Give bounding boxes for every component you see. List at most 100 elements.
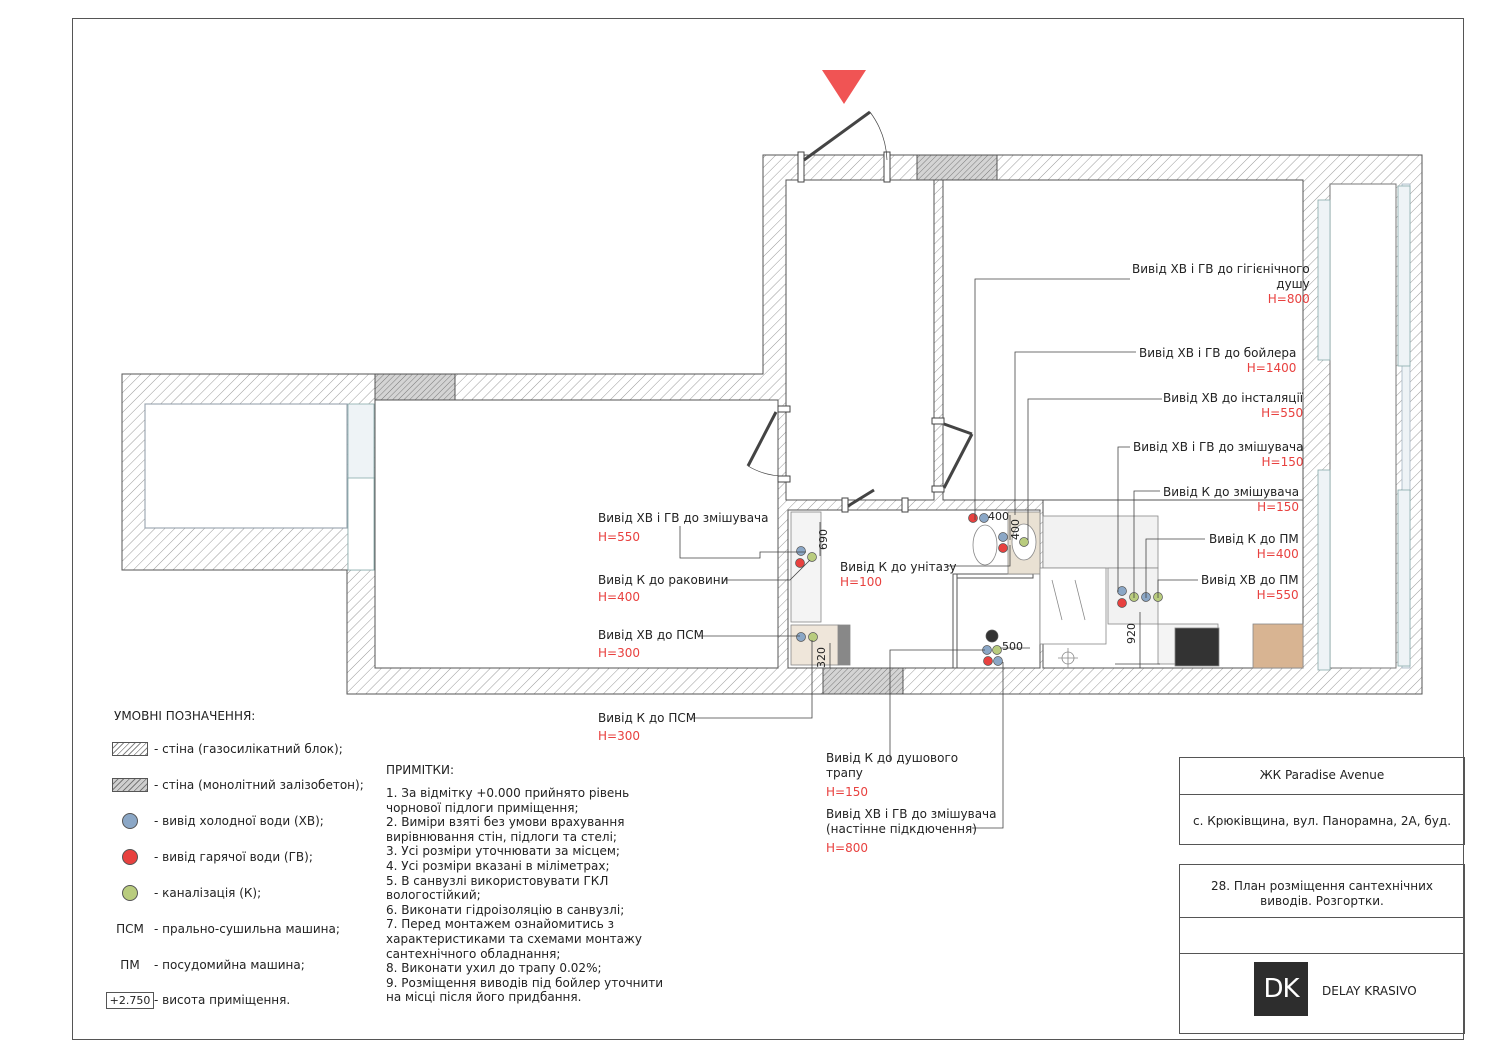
- legend-text: - прально-сушильна машина;: [154, 922, 340, 936]
- callout-height: H=100: [840, 575, 882, 589]
- note-item: 6. Виконати гідроізоляцію в санвузлі;: [386, 902, 625, 917]
- callout-height: H=800: [826, 841, 868, 855]
- leader-lines: [679, 278, 1205, 829]
- hot-outlet: [1117, 598, 1127, 608]
- hot-dot-icon: [122, 849, 138, 865]
- callout-text: Вивід ХВ до ПСМ: [598, 628, 705, 642]
- dimension-label: 400: [1009, 519, 1022, 540]
- callout-text: Вивід К до ПСМ: [598, 711, 697, 725]
- doors: [746, 110, 974, 513]
- cold-outlet: [1117, 586, 1127, 596]
- callout-toilet: Вивід К до унітазу H=100: [840, 560, 956, 590]
- callout-height: H=150: [1257, 500, 1300, 514]
- note-item: 8. Виконати ухил до трапу 0.02%;: [386, 961, 602, 976]
- callout-height: H=550: [1256, 588, 1299, 602]
- sewer-outlet: [807, 552, 817, 562]
- callout-text-line2: душу: [1276, 277, 1310, 291]
- title-block-sheet: 28. План розміщення сантехнічних виводів…: [1179, 864, 1465, 1034]
- sewer-outlet: [808, 632, 818, 642]
- callout-washer-sewer: Вивід К до ПСМ H=300: [598, 711, 696, 744]
- sewer-outlet: [1019, 537, 1029, 547]
- note-item: 3. Усі розміри уточнювати за місцем;: [386, 844, 620, 859]
- callout-washer-water: Вивід ХВ до ПСМ H=300: [598, 628, 704, 661]
- callout-height: H=800: [1267, 292, 1310, 306]
- legend-row: - вивід холодної води (ХВ);: [110, 809, 324, 833]
- concrete-wall-1: [374, 373, 456, 401]
- notes-title: ПРИМІТКИ:: [386, 763, 454, 777]
- drawing-frame: [72, 18, 1464, 1040]
- dimension-label: 690: [817, 529, 830, 550]
- concrete-wall-2: [916, 154, 998, 181]
- title-block-project: ЖК Paradise Avenue с. Крюківщина, вул. П…: [1179, 757, 1465, 845]
- callout-height: H=300: [598, 646, 640, 660]
- legend-text: - висота приміщення.: [154, 993, 291, 1007]
- callout-height: H=150: [826, 785, 868, 799]
- dimension-label: 920: [1125, 623, 1138, 644]
- callout-text: Вивід К до змішувача: [1163, 485, 1300, 499]
- legend-text: - вивід холодної води (ХВ);: [154, 814, 324, 828]
- concrete-wall-3: [822, 667, 904, 695]
- legend-row: ПСМ - прально-сушильна машина;: [110, 917, 340, 941]
- callout-height: H=300: [598, 729, 640, 743]
- callout-text-line2: (настінне підкдючення): [826, 822, 977, 836]
- callout-text: Вивід ХВ і ГВ до змішувача: [598, 511, 769, 525]
- notes-list: 1. За відмітку +0.000 прийнято рівень чо…: [386, 786, 676, 1005]
- callout-hygienic-shower: Вивід ХВ і ГВ до гігієнічного душу H=800: [1132, 262, 1310, 307]
- cold-outlet: [993, 656, 1003, 666]
- dimension-lines: [819, 515, 1160, 668]
- note-item: 7. Перед монтажем ознайомитись з характе…: [386, 917, 642, 961]
- legend-row: - каналізація (К);: [110, 881, 261, 905]
- legend-title: УМОВНІ ПОЗНАЧЕННЯ:: [114, 709, 256, 723]
- hot-outlet: [983, 656, 993, 666]
- callout-text: Вивід ХВ до ПМ: [1201, 573, 1299, 587]
- cold-outlet: [979, 513, 989, 523]
- living-room: [374, 399, 779, 669]
- callout-installation: Вивід ХВ до інсталяції H=550: [1163, 391, 1303, 421]
- callout-height: H=400: [598, 590, 640, 604]
- project-address: с. Крюківщина, вул. Панорамна, 2А, буд.: [1192, 814, 1452, 828]
- callout-text: Вивід ХВ і ГВ до бойлера: [1139, 346, 1297, 360]
- callout-boiler: Вивід ХВ і ГВ до бойлера H=1400: [1139, 346, 1296, 376]
- legend-row: - вивід гарячої води (ГВ);: [110, 845, 313, 869]
- callout-dishwasher-water: Вивід ХВ до ПМ H=550: [1201, 573, 1299, 603]
- legend-row: - стіна (монолітний залізобетон);: [110, 773, 364, 797]
- legend-text: - вивід гарячої води (ГВ);: [154, 850, 313, 864]
- cold-outlet: [998, 532, 1008, 542]
- drain-outlet: [985, 629, 999, 643]
- note-item: 2. Виміри взяті без умови врахування вир…: [386, 815, 625, 844]
- cold-outlet: [796, 632, 806, 642]
- dimension-label: 320: [815, 647, 828, 668]
- callout-height: H=550: [1261, 406, 1304, 420]
- legend-text: - посудомийна машина;: [154, 958, 305, 972]
- dimension-label: 400: [988, 510, 1009, 523]
- sewer-outlet: [992, 645, 1002, 655]
- callout-sink-sewer: Вивід К до раковини H=400: [598, 573, 728, 605]
- callout-text: Вивід ХВ до інсталяції: [1163, 391, 1304, 405]
- note-item: 5. В санвузлі використовувати ГКЛ волого…: [386, 873, 609, 903]
- studio-logo: DK: [1254, 962, 1308, 1016]
- bathroom-fixtures: [790, 511, 1041, 666]
- callout-height: H=150: [1261, 455, 1304, 469]
- entrance-marker: [822, 70, 866, 104]
- callout-shower-drain: Вивід К до душового трапу H=150: [826, 751, 958, 800]
- hot-outlet: [998, 543, 1008, 553]
- callout-kitchen-mixer-water: Вивід ХВ і ГВ до змішувача H=150: [1133, 440, 1304, 470]
- callout-shower-mixer: Вивід ХВ і ГВ до змішувача (настінне під…: [826, 807, 997, 856]
- legend-abbr: ПСМ: [116, 922, 144, 936]
- callout-text: Вивід К до душового: [826, 751, 959, 765]
- legend-text: - стіна (газосилікатний блок);: [154, 742, 343, 756]
- loggia-right: [1329, 183, 1397, 669]
- cold-dot-icon: [122, 813, 138, 829]
- walls: [121, 154, 1423, 695]
- callout-height: H=1400: [1246, 361, 1297, 375]
- callout-height: H=550: [598, 530, 640, 544]
- callout-text: Вивід ХВ і ГВ до змішувача: [826, 807, 997, 821]
- legend-abbr: ПМ: [120, 958, 140, 972]
- windows: [347, 185, 1411, 671]
- note-item: 1. За відмітку +0.000 прийнято рівень чо…: [386, 786, 630, 815]
- callout-text: Вивід ХВ і ГВ до гігієнічного: [1132, 262, 1310, 276]
- callout-height: H=400: [1256, 547, 1299, 561]
- note-item: 9. Розміщення виводів під бойлер уточнит…: [386, 975, 664, 1005]
- dimension-label: 500: [1002, 640, 1023, 653]
